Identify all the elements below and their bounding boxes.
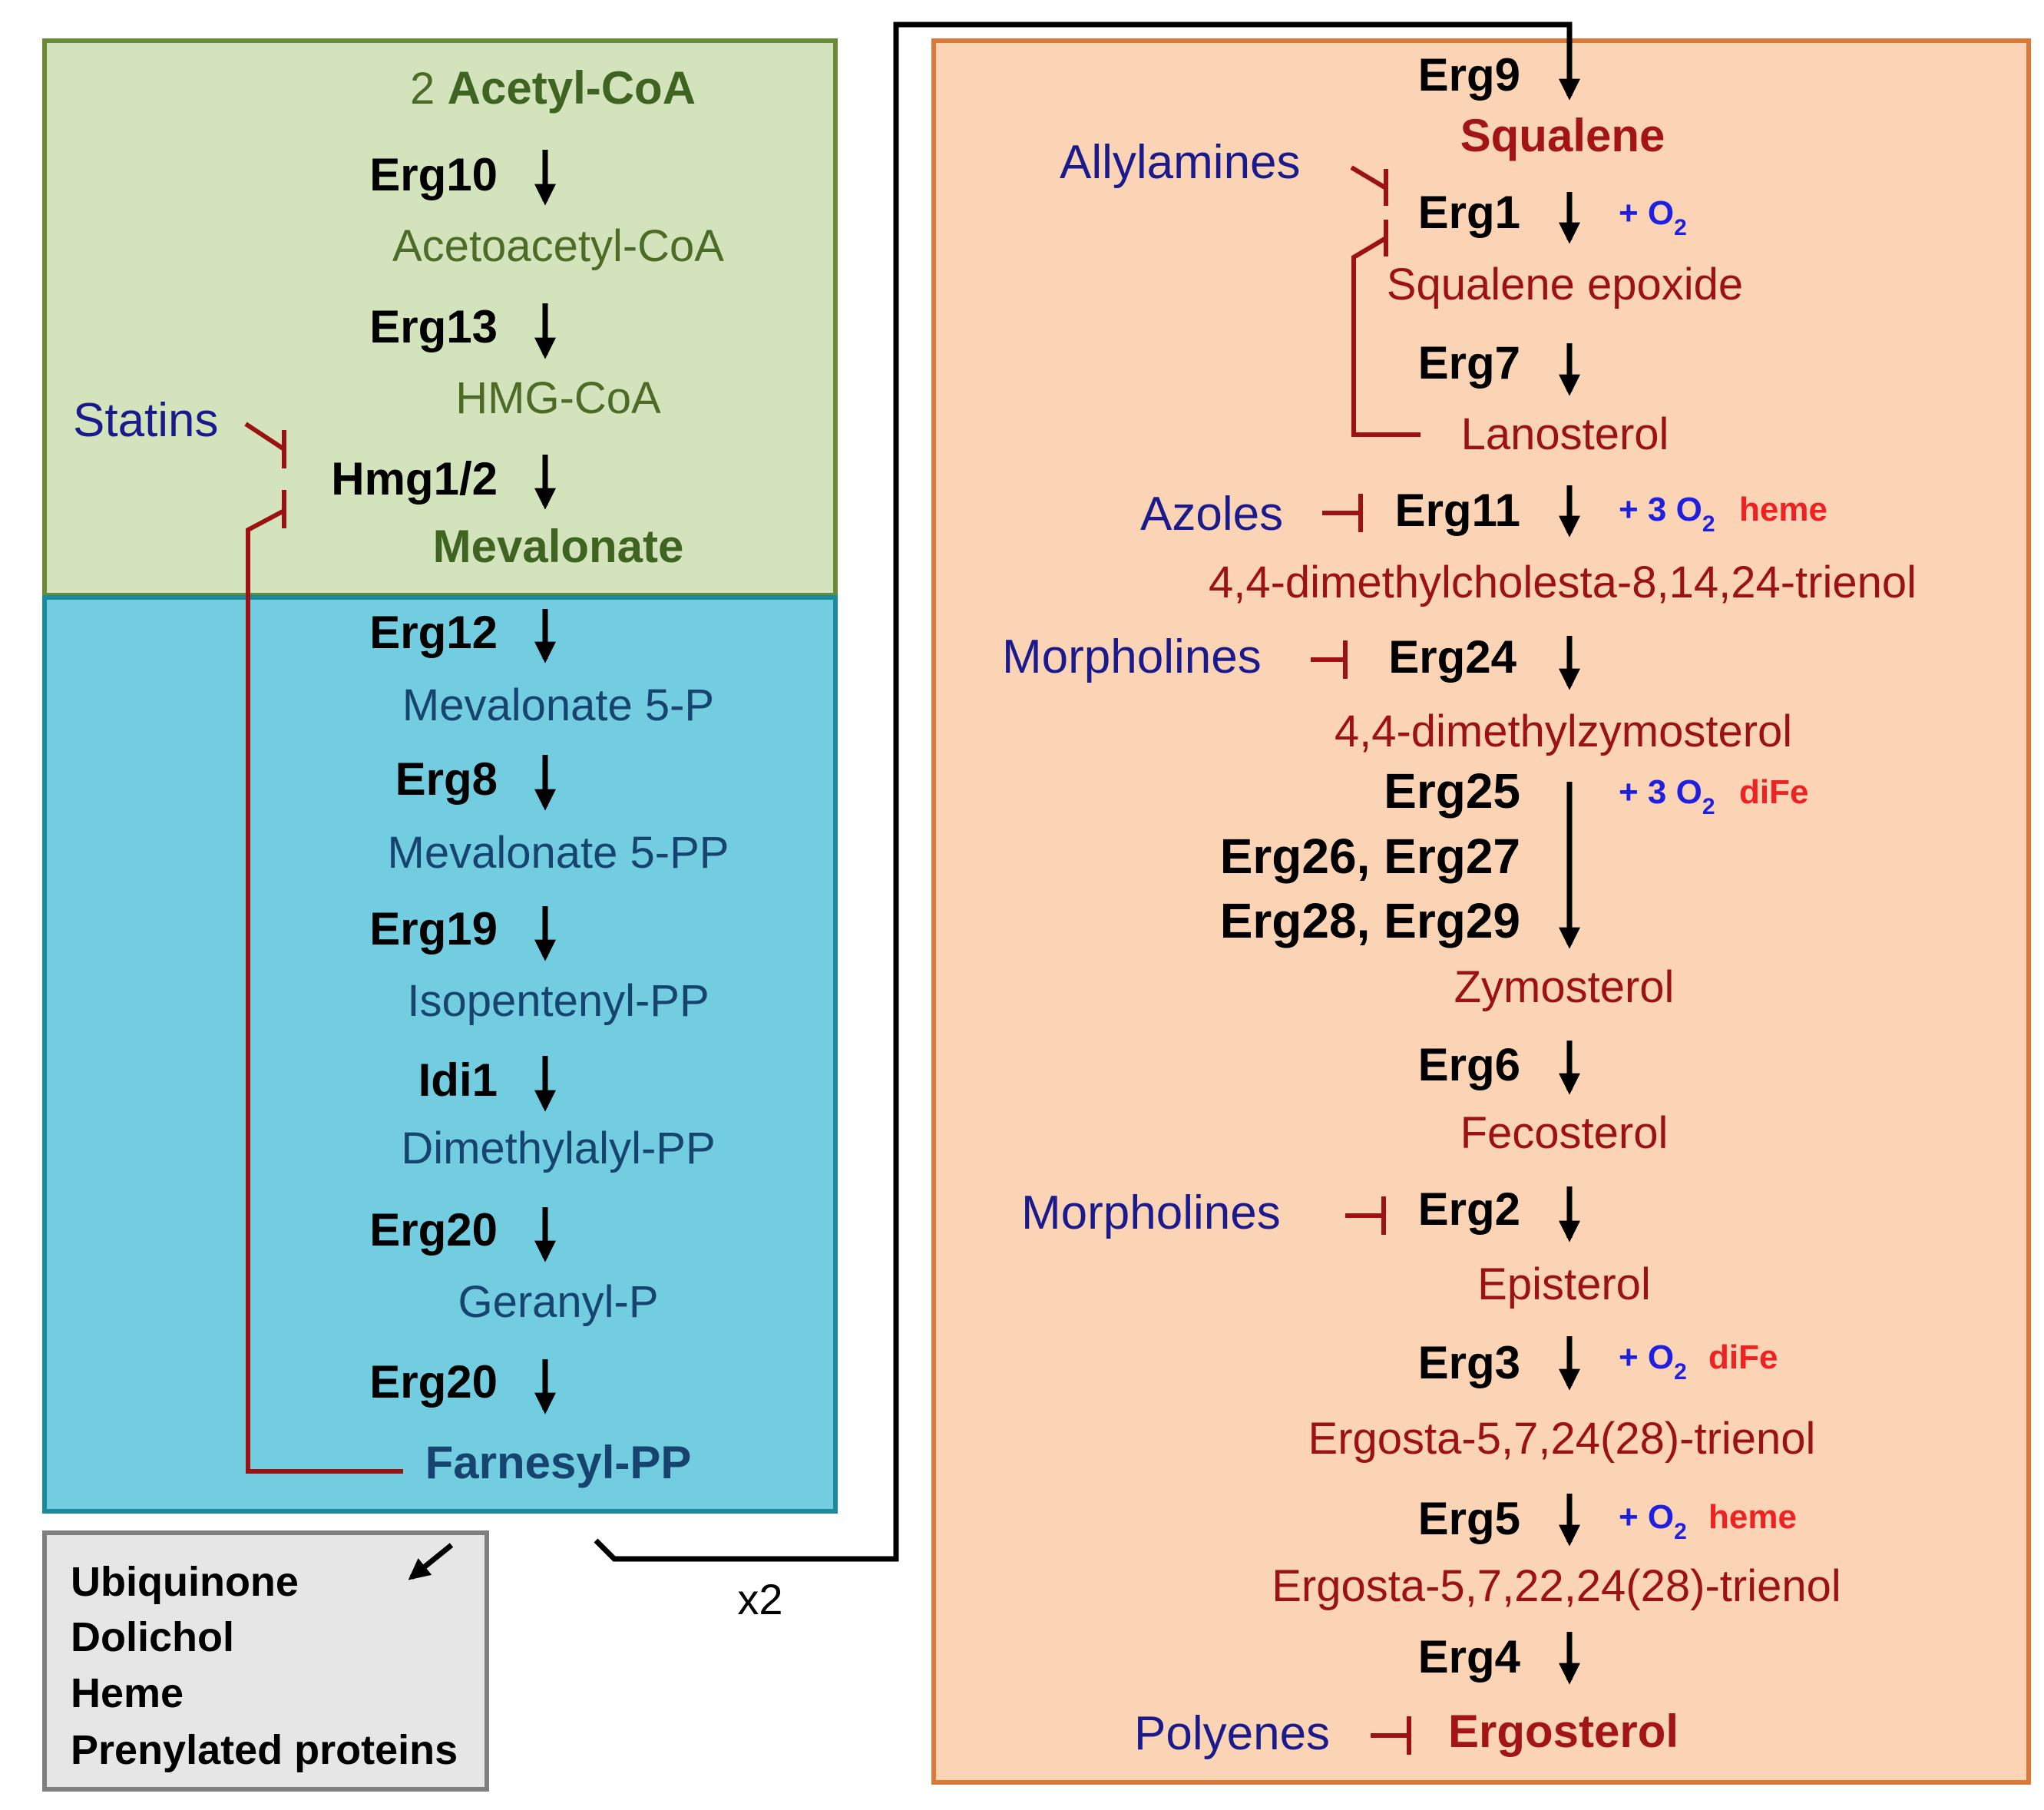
episterol: Episterol [1477, 1259, 1651, 1309]
substrate-name: Acetyl-CoA [448, 62, 696, 114]
erg3-cofactor-subscript: 2 [1674, 1359, 1687, 1385]
isopentenyl-pp: Isopentenyl-PP [407, 976, 709, 1026]
enzyme-erg25: Erg25 [1384, 763, 1520, 819]
lanosterol-feedback-line [1351, 236, 1421, 437]
dimethylzymosterol: 4,4-dimethylzymosterol [1335, 706, 1792, 756]
erg25-metal: diFe [1739, 773, 1808, 811]
lower-mevalonate-box [42, 595, 838, 1514]
enzyme-erg1: Erg1 [1418, 187, 1520, 238]
enzyme-hmg1-2: Hmg1/2 [331, 453, 498, 505]
mevalonate-5-p: Mevalonate 5-P [402, 680, 714, 730]
enzyme-erg3: Erg3 [1418, 1337, 1520, 1388]
enzyme-erg6: Erg6 [1418, 1039, 1520, 1090]
enzyme-erg28-erg29: Erg28, Erg29 [1220, 893, 1520, 948]
side-product-ubiquinone: Ubiquinone [71, 1559, 299, 1605]
enzyme-idi1: Idi1 [418, 1054, 498, 1106]
dimethylalyl-pp: Dimethylalyl-PP [401, 1123, 715, 1173]
side-product-heme: Heme [71, 1670, 184, 1716]
trienol-4-4-dimethylcholesta: 4,4-dimethylcholesta-8,14,24-trienol [1209, 558, 1917, 607]
mevalonate: Mevalonate [433, 521, 684, 572]
enzyme-erg19: Erg19 [369, 903, 498, 955]
enzyme-erg2: Erg2 [1418, 1183, 1520, 1235]
farnesyl-pp: Farnesyl-PP [425, 1437, 692, 1488]
ergosterol: Ergosterol [1448, 1706, 1679, 1757]
enzyme-erg4: Erg4 [1418, 1631, 1521, 1683]
enzyme-erg10: Erg10 [369, 149, 498, 200]
enzyme-erg9: Erg9 [1418, 49, 1520, 101]
erg3-cofactor-text: + O [1619, 1338, 1674, 1376]
erg5-cofactor: + O2 [1619, 1498, 1687, 1544]
statins-inhibition-line [244, 422, 286, 452]
geranyl-p: Geranyl-P [458, 1277, 658, 1327]
enzyme-erg24: Erg24 [1388, 631, 1516, 683]
squalene: Squalene [1460, 110, 1665, 161]
enzyme-erg13: Erg13 [369, 301, 498, 352]
arrow-side-products [408, 1543, 454, 1580]
erg11-metal: heme [1739, 491, 1827, 528]
farnesyl-to-squalene-connector [594, 22, 1580, 1562]
enzyme-erg11: Erg11 [1395, 485, 1520, 536]
inhibitor-statins: Statins [73, 394, 219, 447]
erg11-cofactor: + 3 O2 [1619, 491, 1715, 537]
enzyme-erg8: Erg8 [395, 753, 498, 805]
erg3-cofactor: + O2 [1619, 1338, 1687, 1385]
lanosterol: Lanosterol [1461, 409, 1669, 459]
ergosta-tetraenol: Ergosta-5,7,22,24(28)-trienol [1272, 1561, 1841, 1611]
enzyme-erg5: Erg5 [1418, 1493, 1520, 1544]
enzyme-erg12: Erg12 [369, 607, 498, 658]
erg3-metal: diFe [1708, 1338, 1778, 1376]
fecosterol: Fecosterol [1460, 1108, 1669, 1158]
erg25-cofactor: + 3 O2 [1619, 773, 1715, 819]
acetoacetyl-coa: Acetoacetyl-CoA [392, 221, 724, 271]
erg5-cofactor-text: + O [1619, 1498, 1674, 1536]
enzyme-erg20-a: Erg20 [369, 1204, 498, 1256]
erg11-cofactor-text: + 3 O [1619, 491, 1702, 528]
enzyme-erg7: Erg7 [1418, 337, 1520, 389]
erg11-cofactor-subscript: 2 [1702, 511, 1715, 537]
upper-mevalonate-box [42, 38, 838, 597]
mevalonate-5-pp: Mevalonate 5-PP [388, 828, 729, 878]
erg25-cofactor-subscript: 2 [1702, 794, 1715, 819]
inhibitor-polyenes: Polyenes [1134, 1707, 1330, 1760]
erg5-metal: heme [1708, 1498, 1797, 1536]
inhibitor-azoles: Azoles [1140, 488, 1283, 541]
multiplier-x2: x2 [737, 1575, 782, 1623]
substrate-count: 2 [410, 64, 435, 114]
enzyme-erg20-b: Erg20 [369, 1356, 498, 1408]
erg25-cofactor-text: + 3 O [1619, 773, 1702, 811]
side-product-prenylated-proteins: Prenylated proteins [71, 1727, 458, 1773]
farnesyl-feedback-line [246, 508, 403, 1474]
inhibitor-allylamines: Allylamines [1060, 136, 1301, 189]
enzyme-erg26-erg27: Erg26, Erg27 [1220, 829, 1520, 884]
zymosterol: Zymosterol [1454, 962, 1675, 1012]
inhibitor-morpholines-erg24: Morpholines [1002, 630, 1262, 683]
squalene-epoxide: Squalene epoxide [1387, 260, 1743, 309]
allylamines-inhibition-line [1350, 165, 1387, 190]
acetyl-coa: 2 Acetyl-CoA [410, 62, 696, 114]
inhibitor-morpholines-erg2: Morpholines [1021, 1186, 1281, 1239]
hmg-coa: HMG-CoA [455, 373, 661, 423]
ergosta-trienol: Ergosta-5,7,24(28)-trienol [1308, 1414, 1816, 1464]
side-product-dolichol: Dolichol [71, 1614, 234, 1660]
erg1-cofactor: + O2 [1619, 194, 1687, 240]
erg1-cofactor-subscript: 2 [1674, 215, 1687, 240]
erg1-cofactor-text: + O [1619, 194, 1674, 232]
ergosterol-pathway-box [931, 38, 2031, 1785]
erg5-cofactor-subscript: 2 [1674, 1519, 1687, 1544]
